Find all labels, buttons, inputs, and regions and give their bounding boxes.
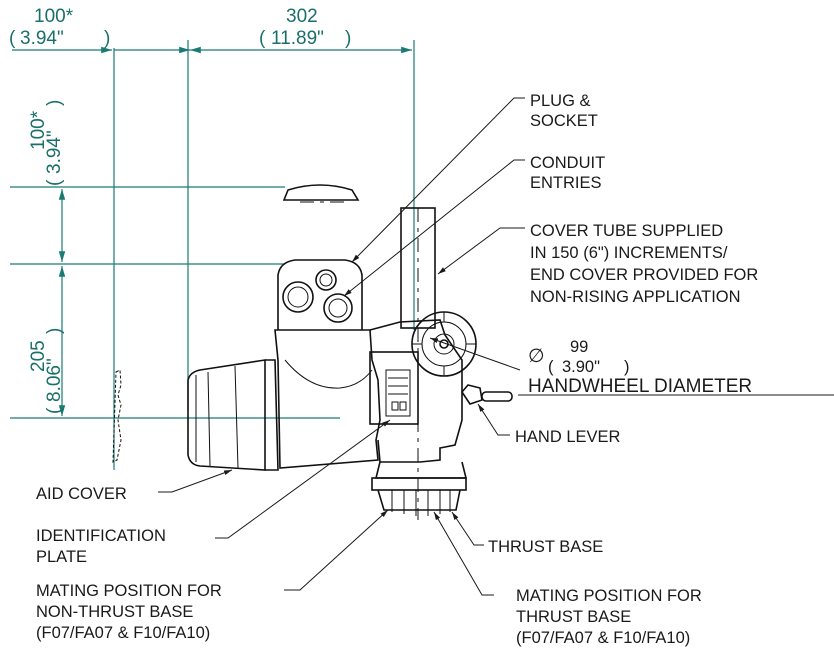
callout-conduit-line2: ENTRIES (530, 174, 602, 192)
callout-mating-thrust-line2: THRUST BASE (516, 608, 631, 626)
callout-hand-lever: HAND LEVER (515, 428, 621, 446)
callout-cover-tube-line4: NON-RISING APPLICATION (530, 288, 741, 306)
dim-top-height-in: 3.94" (44, 130, 65, 174)
callout-identification-plate-line1: IDENTIFICATION (36, 527, 166, 545)
handwheel-diameter-symbol: ∅ (528, 346, 545, 367)
callout-conduit-line1: CONDUIT (530, 154, 605, 172)
dim-top-height-paren: ( (44, 179, 65, 186)
handwheel-diameter-in: 3.90" (562, 358, 600, 376)
dim-main-width-paren-close: ) (345, 28, 351, 49)
handwheel-diameter-label: HANDWHEEL DIAMETER (528, 376, 752, 397)
dim-left-width-in: 3.94" (20, 28, 64, 49)
callout-aid-cover: AID COVER (36, 485, 127, 503)
callout-leaders (158, 97, 834, 596)
callout-mating-non-thrust-line2: NON-THRUST BASE (36, 603, 193, 621)
dim-lower-height-mm: 205 (28, 340, 49, 372)
actuator-body (112, 184, 513, 520)
callout-identification-plate-line2: PLATE (36, 548, 87, 566)
handwheel-diameter-mm: 99 (570, 338, 588, 356)
dim-lower-height-paren-close: ) (44, 328, 65, 334)
dim-left-width-mm: 100* (34, 6, 74, 27)
callout-thrust-base: THRUST BASE (488, 538, 603, 556)
callout-plug-socket-line2: SOCKET (530, 112, 598, 130)
dim-left-width-paren-close: ) (104, 28, 110, 49)
handwheel-diameter-paren-close: ) (624, 358, 630, 376)
callout-plug-socket-line1: PLUG & (530, 92, 591, 110)
callout-mating-non-thrust-line3: (F07/FA07 & F10/FA10) (36, 624, 210, 642)
callout-mating-thrust-line1: MATING POSITION FOR (516, 587, 702, 605)
callout-mating-thrust-line3: (F07/FA07 & F10/FA10) (516, 629, 690, 647)
dim-top-height-mm: 100* (28, 110, 49, 150)
handwheel-diameter-paren: ( (548, 358, 554, 376)
dim-main-width-in: 11.89" (271, 28, 324, 49)
dim-left-width-paren: ( (9, 28, 16, 49)
dim-lower-height-in: 8.06" (44, 358, 65, 402)
callout-mating-non-thrust-line1: MATING POSITION FOR (36, 582, 222, 600)
dim-lower-height-paren: ( (44, 407, 65, 414)
callout-cover-tube-line3: END COVER PROVIDED FOR (530, 266, 758, 284)
dimension-lines (10, 40, 415, 470)
callout-cover-tube-line2: IN 150 (6") INCREMENTS/ (530, 244, 728, 262)
callout-cover-tube-line1: COVER TUBE SUPPLIED (530, 222, 723, 240)
dim-main-width-paren: ( (259, 28, 266, 49)
dim-top-height-paren-close: ) (44, 100, 65, 106)
dim-main-width-mm: 302 (286, 6, 318, 27)
